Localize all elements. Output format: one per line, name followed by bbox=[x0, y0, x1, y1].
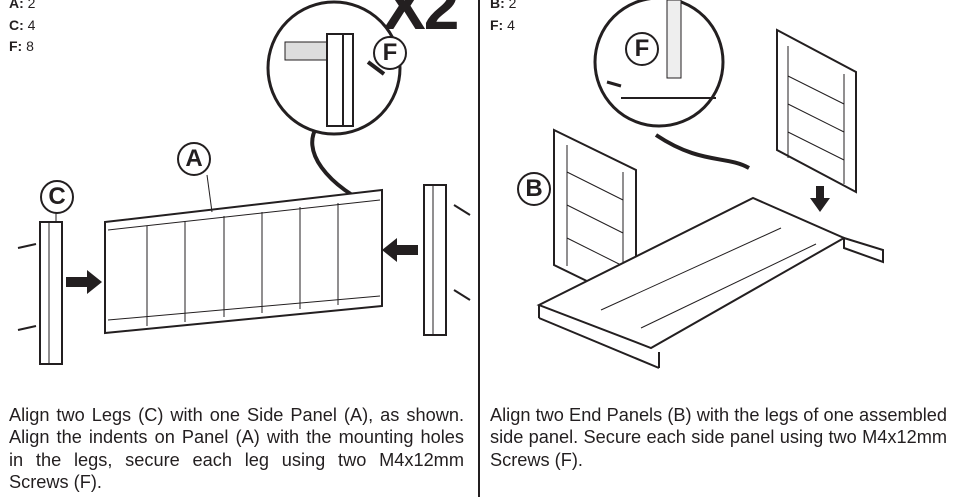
step-left-panel: A: 2 C: 4 F: 8 X2 bbox=[9, 0, 471, 492]
part-row-f: F: 8 bbox=[9, 38, 34, 54]
label-c: C bbox=[40, 180, 74, 214]
step-instructions: Align two End Panels (B) with the legs o… bbox=[490, 405, 947, 470]
parts-list: A: 2 C: 4 F: 8 bbox=[9, 0, 35, 58]
step-right-panel: B: 2 F: 4 bbox=[481, 0, 954, 497]
leg-c-right bbox=[423, 184, 471, 336]
step-instructions: Align two Legs (C) with one Side Panel (… bbox=[9, 405, 464, 492]
bed-frame bbox=[536, 196, 884, 369]
side-panel-a bbox=[104, 174, 383, 335]
panel-divider bbox=[478, 0, 480, 497]
part-row-b: B: 2 bbox=[490, 0, 517, 11]
parts-list: B: 2 F: 4 bbox=[490, 0, 516, 36]
label-b: B bbox=[517, 172, 551, 206]
leg-c-left bbox=[17, 206, 63, 365]
label-f: F bbox=[625, 32, 659, 66]
detail-zoom-circle bbox=[266, 0, 402, 212]
label-a: A bbox=[177, 142, 211, 176]
part-row-c: C: 4 bbox=[9, 16, 36, 33]
part-row-a: A: 2 bbox=[9, 0, 36, 11]
detail-zoom-circle bbox=[593, 0, 750, 170]
label-f: F bbox=[373, 36, 407, 70]
end-panel-b-standing bbox=[776, 28, 857, 212]
direction-arrows bbox=[66, 238, 418, 294]
end-panel-illustration bbox=[536, 0, 884, 369]
quantity-multiplier: X2 bbox=[383, 0, 459, 43]
side-panel-illustration bbox=[17, 0, 471, 365]
end-panel-b bbox=[553, 128, 637, 307]
part-row-f: F: 4 bbox=[490, 16, 515, 33]
